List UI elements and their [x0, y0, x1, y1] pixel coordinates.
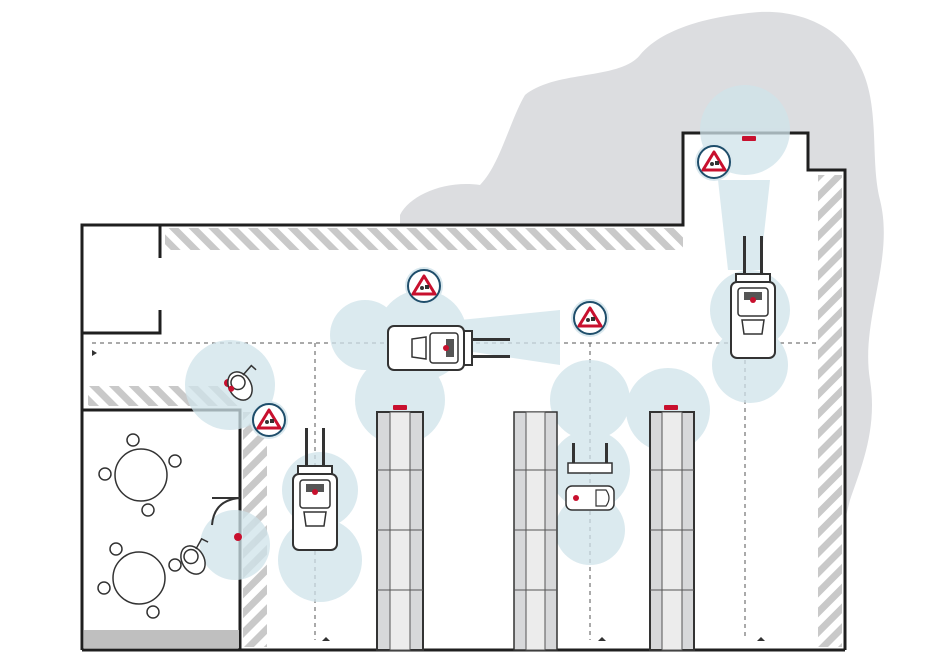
triangle-warning-icon — [403, 265, 445, 307]
pedestrian-icon — [227, 364, 257, 401]
break-room — [84, 433, 241, 648]
outside-area — [400, 11, 884, 521]
lane-arrows — [92, 350, 765, 641]
triangle-warning-icon — [248, 399, 290, 441]
rack-2 — [513, 411, 558, 651]
pedestrian-icon — [180, 537, 209, 575]
triangle-warning-icon — [569, 297, 611, 339]
rack-1 — [376, 411, 424, 651]
forklift-icon — [292, 427, 338, 551]
table-icon — [98, 433, 182, 517]
rack-3 — [649, 411, 695, 651]
pallet-truck-icon — [565, 443, 615, 511]
triangle-warning-icon — [693, 141, 735, 183]
table-icon — [97, 542, 182, 619]
